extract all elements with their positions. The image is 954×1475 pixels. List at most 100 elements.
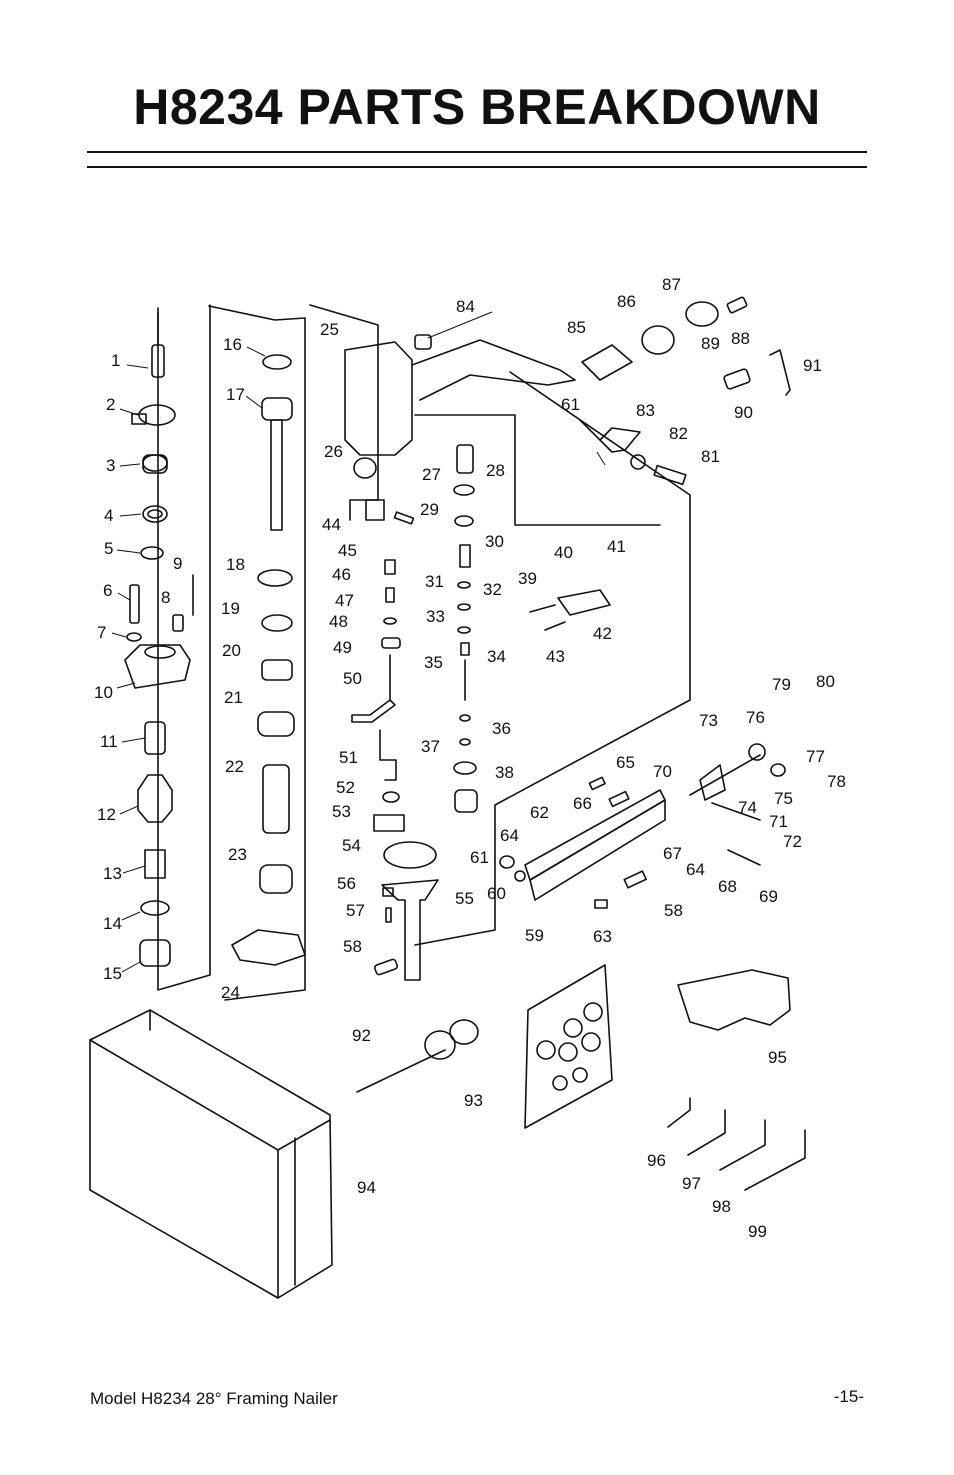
part-12-cylinder: [137, 774, 173, 823]
callout-86: 86: [617, 292, 636, 311]
callout-88: 88: [731, 329, 750, 348]
part-63-screw: [594, 899, 608, 909]
callout-46: 46: [332, 565, 351, 584]
part-66-pin: [608, 790, 630, 808]
callout-99: 99: [748, 1222, 767, 1241]
page-title: H8234 PARTS BREAKDOWN: [133, 79, 821, 135]
part-1-bolt: [151, 344, 165, 378]
group-outline-mid: [208, 305, 306, 1001]
callout-17: 17: [226, 385, 245, 404]
callout-93: 93: [464, 1091, 483, 1110]
group-outline-right: [414, 414, 661, 526]
callout-65: 65: [616, 753, 635, 772]
callout-87: 87: [662, 275, 681, 294]
callout-29: 29: [420, 500, 439, 519]
part-77-cap: [770, 763, 786, 777]
part-65-pin: [588, 776, 606, 791]
part-11-valve: [144, 721, 166, 755]
callout-20: 20: [222, 641, 241, 660]
callout-39: 39: [518, 569, 537, 588]
part-96-wrench: [667, 1097, 691, 1128]
callout-41: 41: [607, 537, 626, 556]
callout-89: 89: [701, 334, 720, 353]
callout-37: 37: [421, 737, 440, 756]
callout-79: 79: [772, 675, 791, 694]
part-19-ring: [261, 614, 293, 632]
part-44-block: [365, 499, 385, 521]
leader-lines: [111, 311, 606, 973]
part-drawings: [89, 296, 806, 1299]
callout-10: 10: [94, 683, 113, 702]
callout-40: 40: [554, 543, 573, 562]
callout-26: 26: [324, 442, 343, 461]
part-51-lever: [379, 729, 397, 781]
callout-83: 83: [636, 401, 655, 420]
callout-69: 69: [759, 887, 778, 906]
callout-30: 30: [485, 532, 504, 551]
part-16-oring: [262, 354, 292, 370]
callout-84: 84: [456, 297, 475, 316]
part-93-label: [524, 964, 613, 1129]
callout-25: 25: [320, 320, 339, 339]
callout-31: 31: [425, 572, 444, 591]
part-8-bolt: [172, 614, 184, 632]
callout-64b: 64: [686, 860, 705, 879]
callout-72: 72: [783, 832, 802, 851]
part-45-pin: [393, 511, 415, 525]
part-58-bolt: [373, 958, 399, 976]
callout-14: 14: [103, 914, 122, 933]
title-rule-bottom: [87, 166, 867, 168]
part-3-spacer: [142, 454, 168, 474]
callout-18: 18: [226, 555, 245, 574]
callout-32: 32: [483, 580, 502, 599]
callout-74: 74: [738, 798, 757, 817]
callout-2: 2: [106, 395, 115, 414]
callout-91: 91: [803, 356, 822, 375]
part-27-valve: [456, 444, 474, 474]
callout-42: 42: [593, 624, 612, 643]
callout-19: 19: [221, 599, 240, 618]
callout-58: 58: [343, 937, 362, 956]
part-99-wrench: [744, 1129, 806, 1191]
callout-43: 43: [546, 647, 565, 666]
part-37-ring: [453, 761, 477, 775]
part-90-fitting: [723, 368, 751, 390]
callout-61: 61: [561, 395, 580, 414]
callout-48: 48: [329, 612, 348, 631]
callout-52: 52: [336, 778, 355, 797]
callout-73: 73: [699, 711, 718, 730]
part-55-nose: [381, 879, 439, 981]
callout-64: 64: [500, 826, 519, 845]
callout-82: 82: [669, 424, 688, 443]
callout-35: 35: [424, 653, 443, 672]
callout-13: 13: [103, 864, 122, 883]
part-10-head: [124, 644, 191, 689]
part-56-pin: [382, 887, 394, 897]
part-25-body: [344, 341, 413, 456]
part-29-ring: [454, 515, 474, 527]
callout-57: 57: [346, 901, 365, 920]
callout-81: 81: [701, 447, 720, 466]
footer-model: Model H8234 28° Framing Nailer: [90, 1389, 338, 1408]
callout-94: 94: [357, 1178, 376, 1197]
callout-22: 22: [225, 757, 244, 776]
part-2-cap: [138, 404, 176, 426]
callout-labels: 1 2 3 4 5 6 7 8 9 10 11 12 13 14 15 16 1…: [94, 275, 846, 1241]
callout-66: 66: [573, 794, 592, 813]
callout-51: 51: [339, 748, 358, 767]
part-14-ring: [140, 900, 170, 916]
part-20-sleeve: [261, 659, 293, 681]
part-81-spring: [653, 464, 687, 486]
part-57-screw: [385, 907, 392, 923]
part-23-cap: [259, 864, 293, 894]
part-97-wrench: [687, 1109, 726, 1156]
callout-80: 80: [816, 672, 835, 691]
callout-5: 5: [104, 539, 113, 558]
part-18-ring: [257, 569, 293, 587]
part-17-piston: [261, 397, 293, 421]
callout-7: 7: [97, 623, 106, 642]
callout-45: 45: [338, 541, 357, 560]
part-87-cap: [685, 301, 719, 327]
part-26-cap: [353, 457, 377, 479]
part-7-washer: [126, 632, 142, 642]
